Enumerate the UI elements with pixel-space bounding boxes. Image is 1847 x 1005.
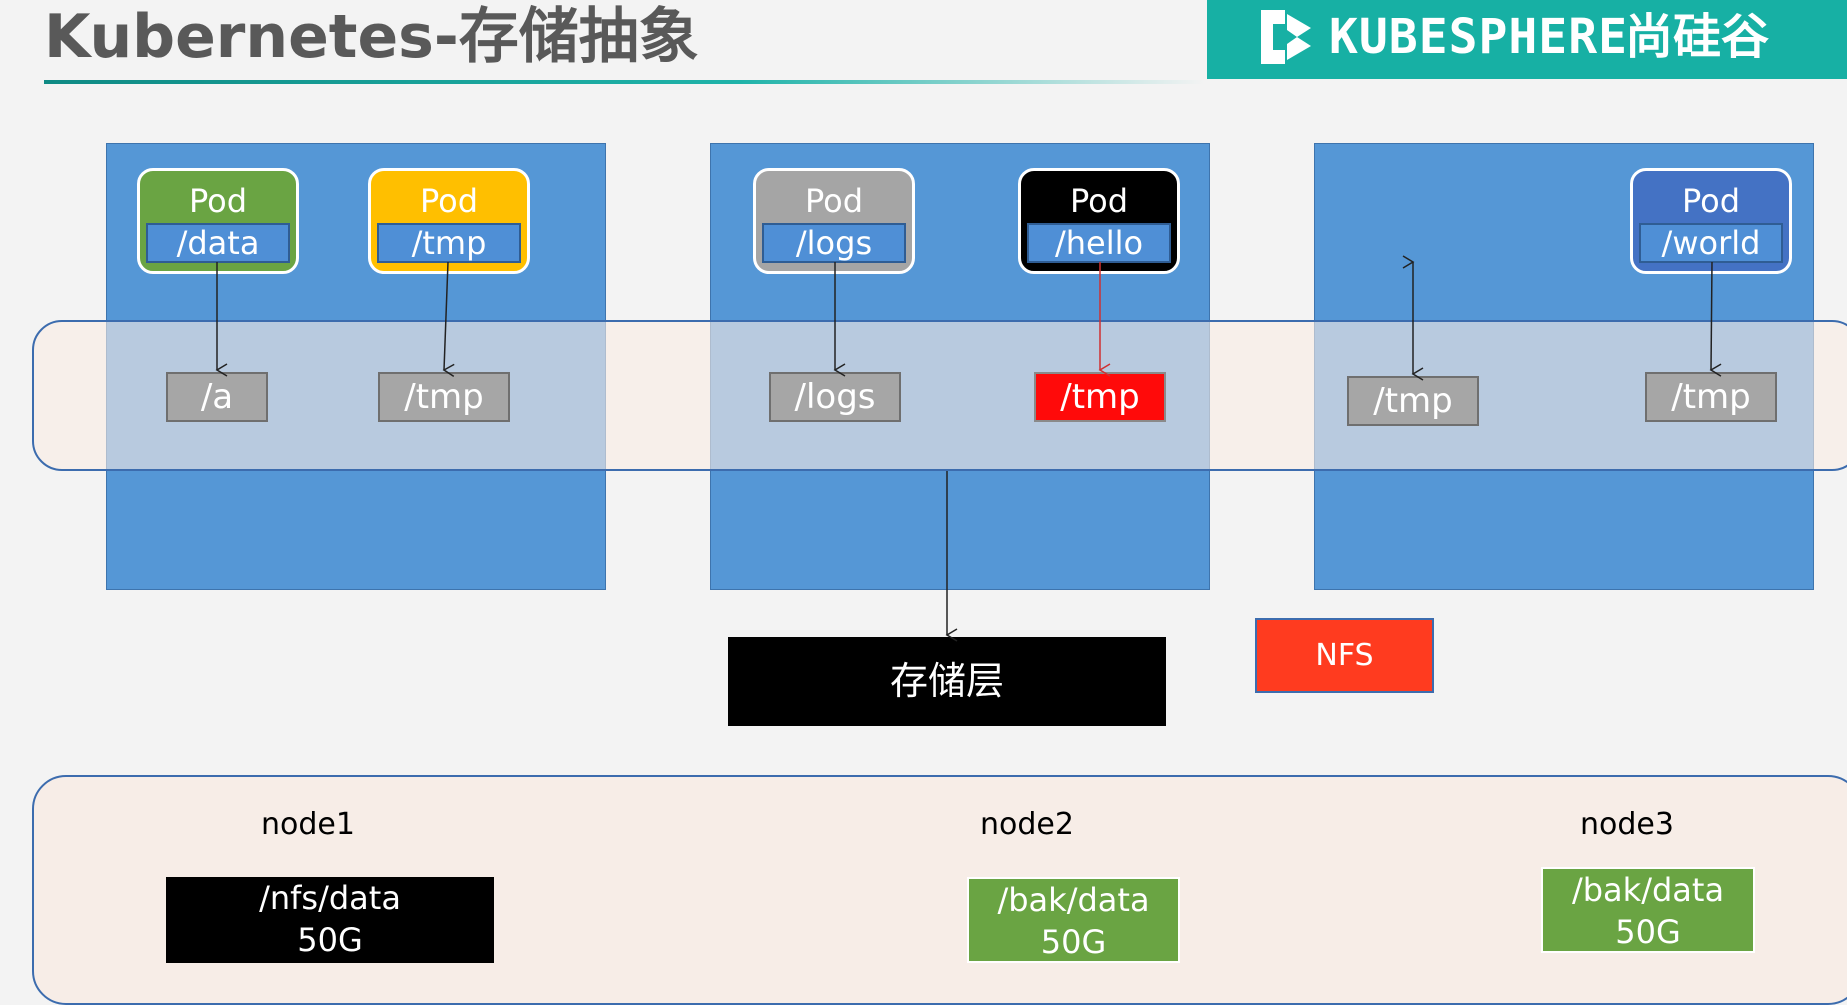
disk-path: /bak/data: [997, 881, 1150, 919]
pod-label: Pod: [188, 182, 248, 220]
volume-tmp-node2[interactable]: /tmp: [1034, 372, 1166, 422]
node1-disk[interactable]: /nfs/data 50G: [166, 877, 494, 963]
node3-disk[interactable]: /bak/data 50G: [1541, 867, 1755, 953]
brand-bar: KUBESPHERE 尚硅谷: [1207, 0, 1847, 79]
pod-mount-path: /logs: [762, 223, 906, 263]
title-underline: [44, 80, 1204, 84]
disk-path: /bak/data: [1571, 871, 1725, 909]
pod-mount-path: /hello: [1027, 223, 1171, 263]
pod-mount-path: /data: [146, 223, 290, 263]
volume-logs[interactable]: /logs: [769, 372, 901, 422]
volume-a[interactable]: /a: [166, 372, 268, 422]
pod-label: Pod: [419, 182, 479, 220]
brand-partner: 尚硅谷: [1625, 9, 1770, 65]
page-title: Kubernetes-存储抽象: [44, 2, 699, 72]
brand-name: KUBESPHERE: [1329, 9, 1628, 65]
disk-path: /nfs/data: [259, 879, 401, 917]
volume-tmp-node3-a[interactable]: /tmp: [1347, 376, 1479, 426]
disk-size: 50G: [1615, 913, 1681, 951]
pod-world[interactable]: Pod /world: [1630, 168, 1792, 274]
pod-logs[interactable]: Pod /logs: [753, 168, 915, 274]
kubesphere-logo-icon: [1261, 10, 1311, 64]
disk-size: 50G: [1040, 923, 1107, 961]
volume-mount-band: [32, 320, 1847, 471]
pod-tmp[interactable]: Pod /tmp: [368, 168, 530, 274]
pod-label: Pod: [1681, 182, 1741, 220]
pod-mount-path: /tmp: [377, 223, 521, 263]
pod-data[interactable]: Pod /data: [137, 168, 299, 274]
volume-tmp-node1[interactable]: /tmp: [378, 372, 510, 422]
node2-disk[interactable]: /bak/data 50G: [967, 877, 1180, 963]
storage-layer[interactable]: 存储层: [728, 637, 1166, 726]
node3-label: node3: [1580, 807, 1674, 842]
disk-size: 50G: [297, 921, 363, 959]
pod-hello[interactable]: Pod /hello: [1018, 168, 1180, 274]
node1-label: node1: [261, 807, 355, 842]
pod-label: Pod: [1069, 182, 1129, 220]
volume-tmp-node3-b[interactable]: /tmp: [1645, 372, 1777, 422]
pod-label: Pod: [804, 182, 864, 220]
pod-mount-path: /world: [1639, 223, 1783, 263]
node2-label: node2: [980, 807, 1074, 842]
nfs-badge[interactable]: NFS: [1255, 618, 1434, 693]
